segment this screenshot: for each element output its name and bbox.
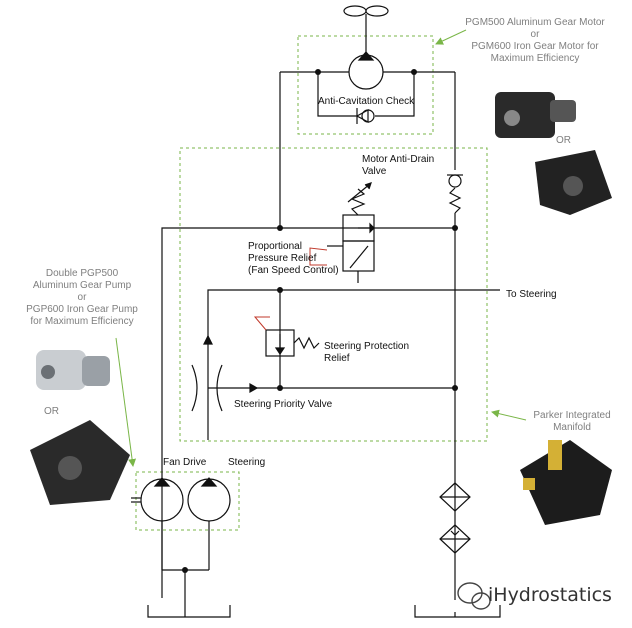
anti-cavitation-label: Anti-Cavitation Check (318, 96, 415, 107)
manifold-photo (520, 440, 612, 525)
steering-priority-label: Steering Priority Valve (234, 399, 333, 410)
wechat-logo-icon (457, 582, 491, 610)
or-label-motor: OR (556, 135, 571, 146)
priority-orifice (191, 364, 198, 412)
callout-arrow-manifold (491, 409, 527, 421)
fan-drive-label: Fan Drive (163, 457, 207, 468)
motor-photo-2 (535, 150, 612, 215)
steering-label: Steering (228, 457, 266, 468)
cooler-symbol (439, 524, 471, 554)
callout-arrow-pump (115, 337, 137, 467)
pump-photo-2 (30, 420, 130, 505)
motor-callout: PGM500 Aluminum Gear Motor or PGM600 Iro… (465, 17, 605, 64)
anti-drain-check-ball (448, 174, 462, 188)
fan-icon (343, 5, 389, 58)
pump-callout: Double PGP500 Aluminum Gear Pump or PGP6… (26, 268, 138, 327)
proportional-relief-label: Proportional Pressure Relief (Fan Speed … (248, 241, 339, 276)
anti-cavitation-check-ball (361, 109, 375, 123)
to-steering-label: To Steering (506, 289, 557, 300)
manifold-boundary (179, 147, 488, 442)
pump-boundary (135, 471, 240, 531)
watermark: iHydrostatics (488, 584, 612, 606)
manifold-callout: Parker Integrated Manifold (533, 410, 611, 433)
pump-photo-1 (36, 350, 110, 390)
steering-protection-label: Steering Protection Relief (324, 341, 410, 364)
or-label-pump: OR (44, 406, 59, 417)
callout-arrow-motor (435, 29, 467, 45)
motor-photo-1 (495, 92, 576, 138)
filter-symbol (439, 482, 471, 512)
motor-anti-drain-label: Motor Anti-Drain Valve (362, 154, 435, 177)
